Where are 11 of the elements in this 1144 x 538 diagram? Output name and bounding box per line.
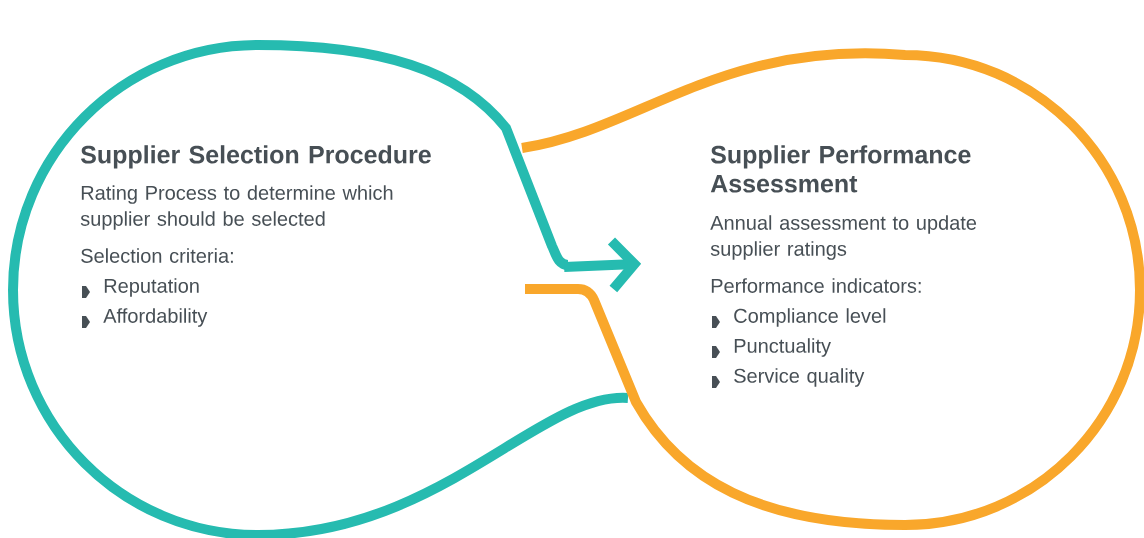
list-item: Punctuality <box>734 338 831 357</box>
list-heading: Performance indicators: <box>711 278 921 293</box>
list-item: Compliance level <box>734 308 886 327</box>
list-item: Service quality <box>734 368 865 387</box>
list-heading: Selection criteria: <box>81 248 233 263</box>
heading: Supplier Selection Procedure <box>80 145 431 169</box>
description: Annual assessment to update supplier ratings <box>710 215 977 260</box>
heading: Supplier Performance Assessment <box>710 145 971 193</box>
list-item: Reputation <box>104 278 199 297</box>
description: Rating Process to determine which supplier should be selected <box>80 185 393 230</box>
list-item: Affordability <box>103 308 208 327</box>
